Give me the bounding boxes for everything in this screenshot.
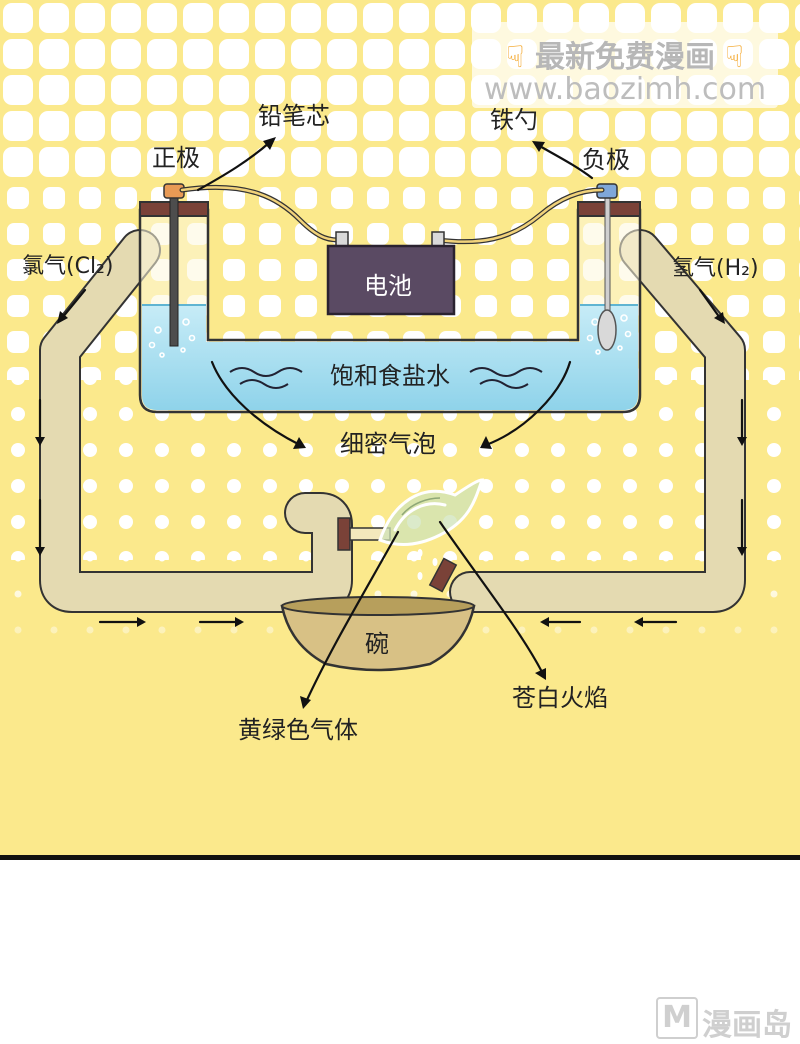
flame-highlight — [393, 502, 447, 532]
pointing-hand-icon: ☟ — [725, 40, 744, 75]
label-bowl: 碗 — [365, 630, 389, 658]
label-lead-core: 铅笔芯 — [258, 102, 330, 130]
right-tube-fill — [451, 231, 744, 611]
wave-right-2 — [479, 379, 529, 389]
panel-bottom-border — [0, 855, 800, 860]
wave-left-1 — [229, 367, 303, 377]
flow-arrow-hydrogen-in — [698, 288, 722, 320]
wire-left — [180, 186, 344, 242]
drip-3 — [417, 572, 423, 580]
flow-arrow-chlorine-in — [60, 288, 87, 320]
electrolysis-diagram-panel: 铅笔芯 正极 铁勺 负极 氯气(Cl₂) 氢气(H₂) 电池 饱和食盐水 细密气… — [0, 0, 800, 856]
label-bubbles: 细密气泡 — [340, 430, 436, 458]
battery-terminal-right — [431, 231, 445, 247]
wire-right — [436, 188, 604, 243]
pencil-lead-electrode — [169, 195, 179, 347]
arrow-to-iron-spoon — [536, 143, 594, 180]
label-pale-flame: 苍白火焰 — [512, 684, 608, 712]
label-yellow-green-gas: 黄绿色气体 — [238, 716, 358, 744]
watermark-line1: ☟ 最新免费漫画 ☟ — [472, 32, 778, 76]
left-nozzle — [337, 517, 351, 551]
diagram-graphics — [0, 0, 800, 856]
label-iron-spoon: 铁勺 — [490, 106, 538, 134]
watermark-bottom: M 漫画岛 — [656, 997, 798, 1043]
watermark-top: ☟ 最新免费漫画 ☟ www.baozimh.com — [472, 22, 778, 108]
arrow-to-yellow-green-gas — [304, 530, 400, 704]
arrow-heads — [35, 137, 747, 709]
drip-1 — [417, 549, 423, 557]
arrow-to-pale-flame — [438, 520, 544, 674]
label-brine: 饱和食盐水 — [330, 362, 450, 390]
pale-flame — [378, 478, 485, 546]
watermark-bottom-text: 漫画岛 — [702, 1008, 792, 1043]
watermark-line1-text: 最新免费漫画 — [535, 40, 715, 75]
battery-terminal-left — [335, 231, 349, 247]
left-tube-fill — [41, 231, 351, 611]
label-battery: 电池 — [364, 272, 412, 300]
wave-left-2 — [239, 379, 289, 389]
label-positive: 正极 — [152, 144, 200, 172]
arrow-bubbles-right — [484, 360, 572, 447]
bubbles-left — [148, 318, 196, 358]
flame-detail — [401, 497, 441, 516]
watermark-line2: www.baozimh.com — [483, 72, 767, 107]
label-hydrogen: 氢气(H₂) — [672, 256, 759, 281]
pointing-hand-icon: ☟ — [506, 40, 525, 75]
label-negative: 负极 — [582, 146, 630, 174]
battery-body — [326, 244, 456, 316]
bowl-rim — [281, 596, 475, 616]
arrow-to-lead-core — [196, 140, 272, 192]
drip-2 — [432, 558, 438, 566]
wave-right-1 — [469, 367, 543, 377]
brine-water — [142, 305, 638, 410]
label-chlorine: 氯气(Cl₂) — [22, 254, 114, 279]
right-nozzle — [428, 557, 458, 593]
iron-spoon-bowl — [597, 309, 617, 351]
watermark-logo-icon: M — [656, 997, 698, 1039]
pointer-arrows — [38, 140, 744, 704]
iron-spoon-handle — [604, 195, 611, 317]
arrow-bubbles-left — [210, 360, 302, 447]
